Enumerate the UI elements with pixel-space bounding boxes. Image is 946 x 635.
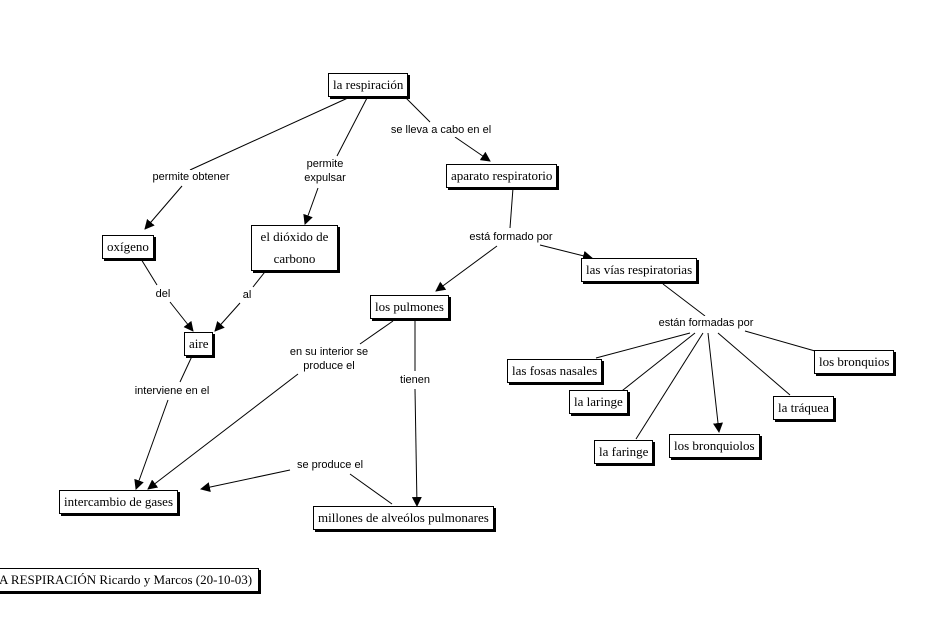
- edge-se-lleva-aparato: [454, 136, 491, 162]
- edge-oxigeno-del: [140, 258, 158, 286]
- edge-vias-estan-formadas: [662, 283, 706, 317]
- edge-alveolos-se-produce: [349, 473, 393, 505]
- concept-las-vias-respiratorias[interactable]: las vías respiratorias: [581, 258, 698, 282]
- edge-esta-formado-vias: [539, 244, 593, 261]
- link-se-lleva-a-cabo: se lleva a cabo en el: [390, 123, 492, 137]
- edge-estan-formadas-bronquios: [744, 330, 816, 352]
- link-al: al: [242, 288, 252, 302]
- edge-estan-formadas-fosas: [595, 332, 691, 359]
- edge-estan-formadas-bronquiolos: [707, 332, 723, 433]
- edge-al-aire: [214, 302, 241, 332]
- edge-estan-formadas-faringe: [635, 332, 704, 440]
- edge-interviene-intercambio: [134, 399, 169, 490]
- link-interviene-en-el: interviene en el: [134, 384, 210, 398]
- edge-estan-formadas-laringe: [617, 332, 696, 395]
- edge-dioxido-al: [252, 267, 269, 288]
- concept-los-pulmones[interactable]: los pulmones: [370, 295, 449, 319]
- edge-interior-intercambio: [147, 373, 299, 490]
- edge-estan-formadas-traquea: [717, 332, 791, 396]
- link-esta-formado-por: está formado por: [469, 230, 553, 244]
- concept-oxigeno[interactable]: oxígeno: [102, 235, 154, 259]
- edge-respiracion-permite-expulsar: [336, 97, 368, 157]
- edge-permite-obtener-oxigeno: [144, 185, 183, 230]
- edge-respiracion-permite-obtener: [189, 96, 351, 171]
- concept-los-bronquios[interactable]: los bronquios: [814, 350, 895, 374]
- concept-las-fosas-nasales[interactable]: las fosas nasales: [507, 359, 603, 383]
- concept-la-respiracion[interactable]: la respiración: [328, 73, 409, 97]
- link-permite-obtener: permite obtener: [152, 170, 230, 184]
- concept-los-bronquiolos[interactable]: los bronquiolos: [669, 434, 760, 458]
- link-permite-expulsar: permite expulsar: [304, 157, 346, 185]
- concept-aire[interactable]: aire: [184, 332, 214, 356]
- link-del: del: [155, 287, 171, 301]
- edge-del-aire: [169, 301, 194, 332]
- edge-tienen-alveolos: [411, 388, 422, 507]
- edge-respiracion-se-lleva: [404, 96, 431, 123]
- edge-aire-interviene: [179, 353, 194, 383]
- concept-aparato-respiratorio[interactable]: aparato respiratorio: [446, 164, 558, 188]
- link-estan-formadas-por: están formadas por: [658, 316, 754, 330]
- edge-esta-formado-pulmones: [435, 245, 498, 292]
- concept-dioxido-de-carbono[interactable]: el dióxido de carbono: [251, 225, 338, 271]
- concept-la-laringe[interactable]: la laringe: [569, 390, 628, 414]
- concept-millones-de-alveolos[interactable]: millones de alveólos pulmonares: [313, 506, 494, 530]
- edge-se-produce-intercambio: [200, 469, 291, 493]
- link-se-produce-el: se produce el: [296, 458, 364, 472]
- link-tienen: tienen: [400, 373, 430, 387]
- edge-pulmones-interior: [359, 320, 394, 345]
- edge-permite-expulsar-dioxido: [303, 187, 319, 225]
- link-en-su-interior: en su interior se produce el: [289, 345, 369, 373]
- concept-la-traquea[interactable]: la tráquea: [773, 396, 834, 420]
- concept-la-faringe[interactable]: la faringe: [594, 440, 654, 464]
- edge-aparato-esta-formado: [509, 187, 514, 229]
- concept-intercambio-de-gases[interactable]: intercambio de gases: [59, 490, 179, 514]
- map-title-box: A RESPIRACIÓN Ricardo y Marcos (20-10-03…: [0, 568, 260, 592]
